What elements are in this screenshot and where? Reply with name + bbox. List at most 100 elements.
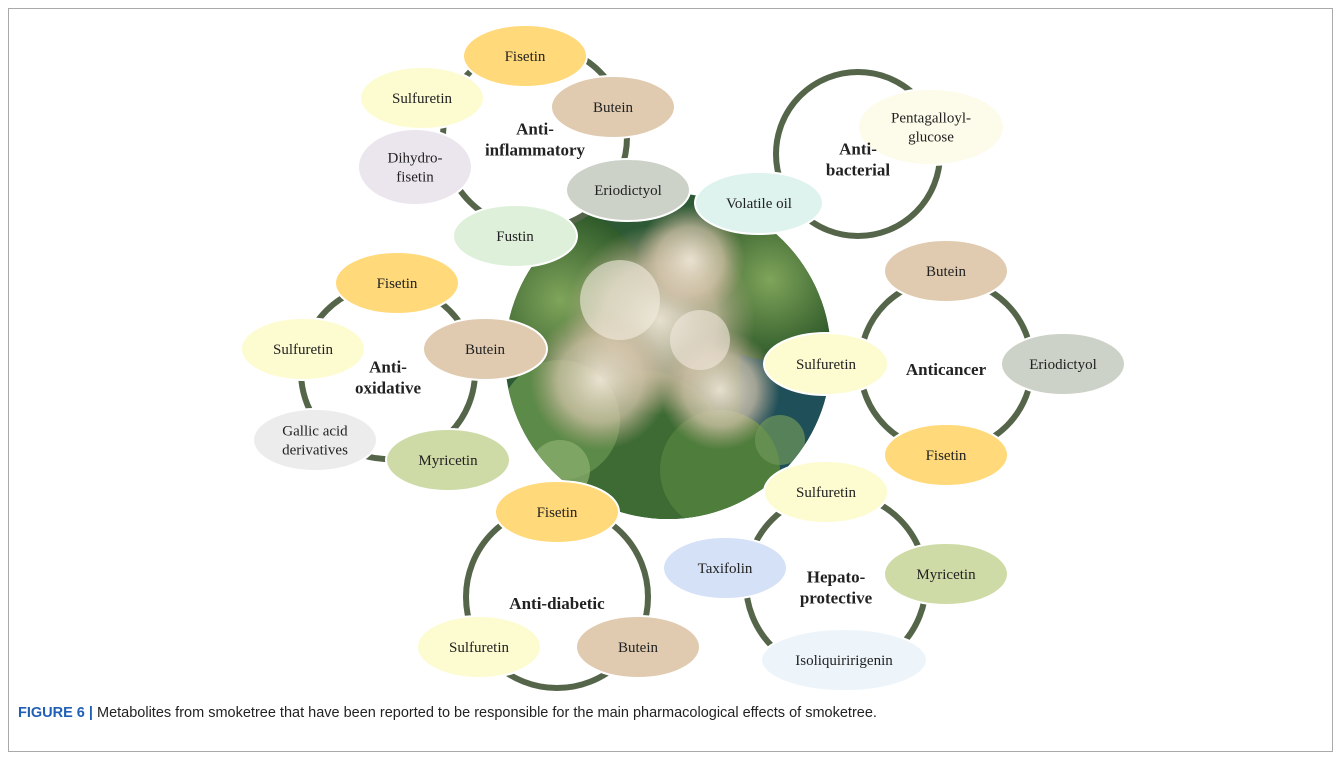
metabolite-label: Volatile oil [726,196,792,212]
anti-diabetic-metabolite-node: Butein [575,615,701,679]
metabolite-label: Eriodictyol [1029,357,1097,373]
anti-inflammatory-metabolite-node: Dihydro-fisetin [357,128,473,206]
anti-bacterial-title-line: bacterial [826,161,890,180]
metabolite-label: Butein [465,342,505,358]
metabolite-label: Fisetin [505,49,546,65]
metabolite-label: Butein [618,640,658,656]
metabolite-label-line: Sulfuretin [449,640,509,656]
metabolite-label: Dihydro-fisetin [388,151,443,186]
metabolite-ellipse [575,615,701,679]
anti-oxidative-title-line: oxidative [355,379,422,398]
anti-inflammatory-title-line: inflammatory [485,141,586,160]
anti-bacterial-title-line: Anti- [839,140,877,159]
anticancer-metabolite-node: Butein [883,239,1009,303]
anti-inflammatory-metabolite-node: Sulfuretin [359,66,485,130]
anti-inflammatory-metabolite-node: Fustin [452,204,578,268]
metabolite-label: Pentagalloyl-glucose [891,111,971,146]
metabolite-label-line: Sulfuretin [392,91,452,107]
metabolite-label: Fisetin [926,448,967,464]
anti-inflammatory-title-line: Anti- [516,120,554,139]
anti-bacterial-metabolite-node: Pentagalloyl-glucose [857,88,1005,166]
metabolite-label-line: Sulfuretin [796,485,856,501]
metabolite-label: Sulfuretin [392,91,452,107]
metabolite-label-line: Fisetin [377,276,418,292]
metabolite-label-line: Pentagalloyl- [891,111,971,127]
metabolite-ellipse [883,423,1009,487]
anti-bacterial-title: Anti-bacterial [826,140,890,180]
hepatoprotective-metabolite-node: Taxifolin [662,536,788,600]
metabolite-label-line: Volatile oil [726,196,792,212]
metabolite-ellipse [416,615,542,679]
metabolite-label: Isoliquiririgenin [795,653,893,669]
metabolite-ellipse [357,128,473,206]
metabolite-label-line: Myricetin [418,453,478,469]
metabolite-label: Butein [593,100,633,116]
metabolite-ellipse [763,332,889,396]
caption-text: Metabolites from smoketree that have bee… [97,705,877,721]
metabolite-label-line: fisetin [396,170,434,186]
hepatoprotective-metabolite-node: Myricetin [883,542,1009,606]
metabolite-label: Fisetin [537,505,578,521]
metabolite-label: Gallic acid derivatives [282,424,348,459]
metabolite-label-line: Sulfuretin [273,342,333,358]
metabolite-label-line: Eriodictyol [594,183,662,199]
diagram: FisetinButeinEriodictyolFustinDihydro-fi… [240,24,1126,692]
metabolite-label: Sulfuretin [449,640,509,656]
metabolite-label-line: Fustin [496,229,534,245]
anti-diabetic-title-line: Anti-diabetic [509,594,605,613]
anti-inflammatory-metabolite-node: Fisetin [462,24,588,88]
metabolite-label-line: Fisetin [926,448,967,464]
metabolite-ellipse [252,408,378,472]
metabolite-label-line: Butein [618,640,658,656]
metabolite-ellipse [694,171,824,235]
metabolite-ellipse [452,204,578,268]
hepatoprotective-title-line: protective [800,589,873,608]
anticancer-metabolite-node: Fisetin [883,423,1009,487]
anti-diabetic-title: Anti-diabetic [509,594,605,613]
metabolite-ellipse [334,251,460,315]
metabolite-label: Sulfuretin [796,485,856,501]
metabolite-ellipse [385,428,511,492]
anti-oxidative-metabolite-node: Fisetin [334,251,460,315]
metabolite-label-line: Dihydro- [388,151,443,167]
metabolite-ellipse [883,542,1009,606]
figure-caption: FIGURE 6 | Metabolites from smoketree th… [18,705,1318,721]
metabolite-label-line: Sulfuretin [796,357,856,373]
metabolite-ellipse [883,239,1009,303]
metabolite-label-line: Taxifolin [698,561,753,577]
caption-label: FIGURE 6 | [18,705,93,721]
metabolite-label: Fisetin [377,276,418,292]
metabolite-label: Myricetin [418,453,478,469]
metabolite-label-line: Isoliquiririgenin [795,653,893,669]
metabolite-ellipse [359,66,485,130]
anti-oxidative-metabolite-node: Sulfuretin [240,317,366,381]
metabolite-label-line: Gallic acid [282,424,348,440]
metabolite-ellipse [240,317,366,381]
hepatoprotective-metabolite-node: Isoliquiririgenin [760,628,928,692]
hepatoprotective-title: Hepato-protective [800,568,873,608]
anti-oxidative-title: Anti-oxidative [355,358,422,398]
metabolite-ellipse [565,158,691,222]
metabolite-ellipse [662,536,788,600]
metabolite-label-line: Butein [926,264,966,280]
anti-bacterial-metabolite-node: Volatile oil [694,171,824,235]
metabolite-ellipse [760,628,928,692]
metabolite-label-line: Eriodictyol [1029,357,1097,373]
metabolite-ellipse [1000,332,1126,396]
metabolite-label: Sulfuretin [273,342,333,358]
metabolite-label-line: derivatives [282,443,348,459]
metabolite-ellipse [763,460,889,524]
anti-inflammatory-title: Anti-inflammatory [485,120,586,160]
anti-diabetic-metabolite-node: Sulfuretin [416,615,542,679]
anti-oxidative-title-line: Anti- [369,358,407,377]
metabolite-label: Myricetin [916,567,976,583]
anti-oxidative-metabolite-node: Butein [422,317,548,381]
anti-oxidative-metabolite-node: Gallic acid derivatives [252,408,378,472]
metabolite-label-line: Myricetin [916,567,976,583]
metabolite-label: Taxifolin [698,561,753,577]
hepatoprotective-metabolite-node: Sulfuretin [763,460,889,524]
metabolite-label-line: Butein [465,342,505,358]
anticancer-metabolite-node: Sulfuretin [763,332,889,396]
anti-inflammatory-metabolite-node: Eriodictyol [565,158,691,222]
anticancer-title: Anticancer [906,360,987,379]
